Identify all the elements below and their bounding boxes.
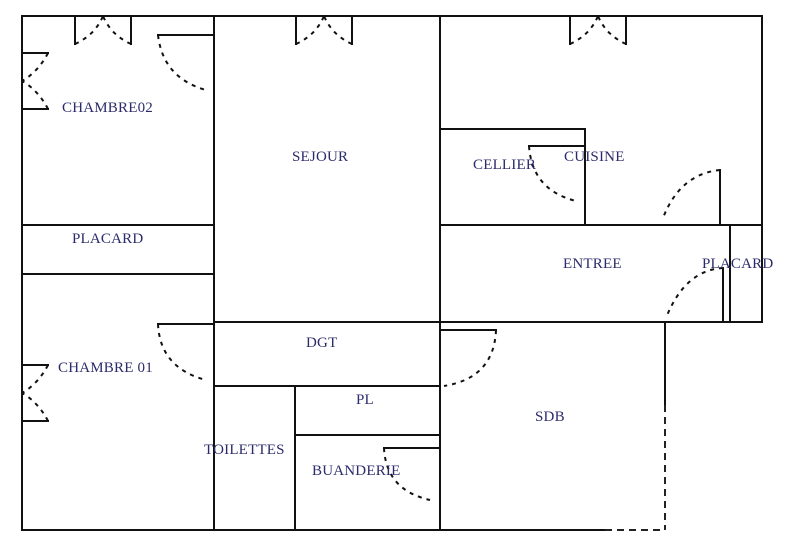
outer-walls [21, 15, 763, 531]
room-label-chambre01: CHAMBRE 01 [58, 360, 153, 376]
room-label-sdb: SDB [535, 409, 565, 425]
room-label-cellier: CELLIER [473, 157, 537, 173]
room-label-sejour: SEJOUR [292, 149, 349, 165]
room-label-cuisine: CUISINE [564, 149, 625, 165]
room-label-pl: PL [356, 392, 374, 408]
room-label-toilettes: TOILETTES [204, 442, 285, 458]
door-swings [157, 34, 724, 501]
window-chambre01-side [21, 364, 49, 422]
window-sejour [295, 15, 353, 45]
window-chambre02-side [21, 52, 49, 110]
room-label-dgt: DGT [306, 335, 338, 351]
interior-walls [21, 15, 763, 531]
room-label-chambre02: CHAMBRE02 [62, 100, 153, 116]
room-label-placard-1: PLACARD [72, 231, 144, 247]
room-label-buanderie: BUANDERIE [312, 463, 401, 479]
room-label-entree: ENTREE [563, 256, 622, 272]
room-label-placard-2: PLACARD [702, 256, 774, 272]
window-chambre02 [74, 15, 132, 45]
window-cuisine [569, 15, 627, 45]
